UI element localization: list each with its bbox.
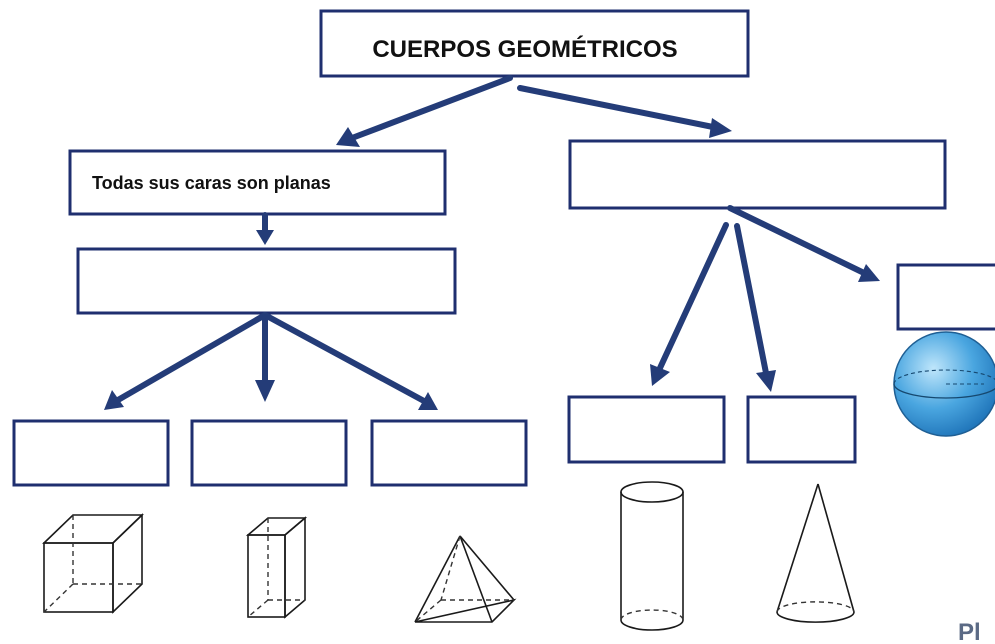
root-title: CUERPOS GEOMÉTRICOS: [372, 35, 677, 63]
cylinder-node: [567, 395, 726, 464]
arrowhead-type-to-pyramid: [418, 392, 438, 410]
corner-watermark-text: Pl: [958, 619, 981, 644]
arrowhead-redondos-to-sphere: [858, 264, 880, 282]
cone-node: [746, 395, 857, 464]
arrow-root-to-redondos: [517, 85, 716, 130]
cylinder-figure: [620, 481, 684, 631]
arrowhead-redondos-to-cone: [756, 370, 776, 392]
poliedros-node: Todas sus caras son planas: [68, 149, 447, 216]
arrowhead-type-to-cube: [104, 390, 124, 410]
arrowhead-root-to-redondos: [709, 118, 732, 138]
prism-node: [190, 419, 348, 487]
sphere-figure: [893, 331, 995, 437]
root-node: CUERPOS GEOMÉTRICOS: [319, 9, 750, 78]
arrow-redondos-to-cone: [734, 223, 769, 376]
cone-figure: [776, 483, 855, 623]
pyramid-node: [370, 419, 528, 487]
poliedros-label: Todas sus caras son planas: [92, 173, 331, 193]
sphere-node: [896, 263, 995, 331]
arrows: [104, 75, 880, 410]
prism-figure: [245, 516, 308, 619]
arrow-root-to-poliedros: [349, 75, 513, 141]
arrowhead-root-to-poliedros: [336, 127, 360, 147]
arrowhead-redondos-to-cylinder: [650, 364, 670, 386]
poliedros-type-node: [76, 247, 457, 315]
arrow-type-to-pyramid: [262, 312, 427, 404]
cube-figure: [42, 513, 144, 614]
cuerpos-redondos-node: [568, 139, 947, 210]
arrow-redondos-to-cylinder: [657, 222, 729, 371]
arrow-type-to-cube: [115, 312, 268, 403]
pyramid-figure: [414, 535, 517, 623]
arrowhead-type-to-prism: [255, 380, 275, 402]
arrow-redondos-to-sphere: [727, 205, 865, 275]
cube-node: [12, 419, 170, 487]
arrowhead-poliedros-to-type: [256, 230, 274, 245]
